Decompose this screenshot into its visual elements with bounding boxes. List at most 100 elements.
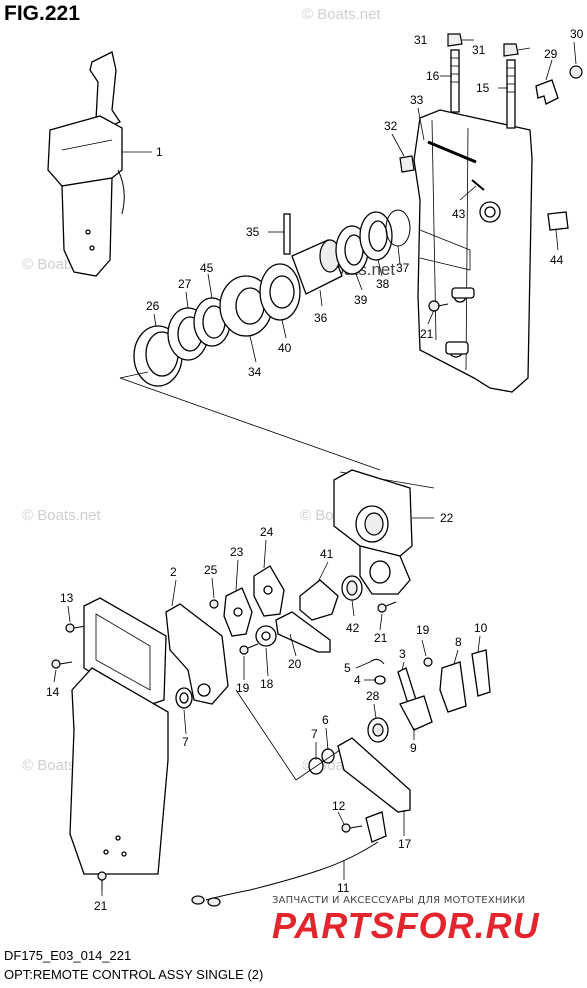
part-10-plate [471,649,491,697]
callout-25: 25 [204,563,218,577]
promo-logo: PARTSFOR.RU [272,905,540,946]
callout-5: 5 [344,661,351,675]
callout-14: 14 [46,685,60,699]
callout-19-left: 19 [236,681,250,695]
part-7-ring-left [175,687,193,709]
part-9-fork [399,695,433,731]
callout-10: 10 [474,621,488,635]
callout-21-bottom: 21 [94,899,108,913]
callout-13: 13 [60,591,74,605]
part-21-screw-mid [377,601,397,613]
leader-line [119,377,381,471]
callout-19-right: 19 [416,623,430,637]
callout-7-right: 7 [311,727,318,741]
figure-code: DF175_E03_014_221 [4,948,132,963]
part-32-cap [399,155,415,173]
part-42-bushing [341,575,363,601]
leader-line [119,371,149,379]
part-30-screw [569,65,583,79]
part-38-ring [359,211,393,261]
part-14-screw [51,659,73,669]
callout-43: 43 [452,207,466,221]
part-19-screw-left [239,643,259,655]
callout-42: 42 [346,621,360,635]
part-21-screw-bottom [97,871,107,890]
part-35-pin [283,213,291,255]
part-23-cam [223,587,253,637]
part-15-stud [506,59,516,129]
callout-36: 36 [314,311,328,325]
callout-35: 35 [246,225,260,239]
control-body-assembly [413,109,533,393]
part-19-screw-right [423,657,433,667]
callout-12: 12 [332,799,346,813]
callout-28: 28 [366,689,380,703]
part-5-clip [369,658,385,665]
part-21-screw-top [428,300,449,312]
part-24-plate [253,565,285,617]
leader-lines [53,39,577,896]
callout-3: 3 [399,647,406,661]
part-18-washer [255,625,277,647]
part-4-washer [374,675,386,685]
callout-37: 37 [396,261,410,275]
cover-plate [69,667,169,875]
callout-17: 17 [398,837,412,851]
callout-30: 30 [570,27,584,41]
part-20-arm [275,611,331,653]
callout-8: 8 [455,635,462,649]
watermark: © Boats.net [22,507,101,524]
callout-41: 41 [320,547,334,561]
part-29-bracket [535,79,559,105]
part-43-pin [471,179,485,191]
callout-21-top: 21 [420,327,434,341]
callout-45: 45 [200,261,214,275]
callout-29: 29 [544,47,558,61]
figure-title: FIG.221 [4,2,80,25]
part-13-screw [65,623,87,633]
callout-21-mid: 21 [374,631,388,645]
callout-labels: 1 2 3 4 5 6 7 7 8 9 10 11 12 13 14 15 16… [46,27,584,913]
callout-6: 6 [322,713,329,727]
callout-23: 23 [230,545,244,559]
callout-31-left: 31 [414,33,428,47]
callout-24: 24 [260,525,274,539]
callout-1: 1 [156,145,163,159]
part-41-bracket [299,579,339,621]
callout-11: 11 [337,881,350,895]
callout-7-left: 7 [182,735,189,749]
callout-31-right: 31 [472,43,486,57]
promo-tagline: ЗАПЧАСТИ И АКСЕССУАРЫ ДЛЯ МОТОТЕХНИКИ [272,895,526,906]
figure-description: OPT:REMOTE CONTROL ASSY SINGLE (2) [4,967,264,982]
callout-2: 2 [170,565,177,579]
callout-26: 26 [146,299,160,313]
callout-15: 15 [476,81,490,95]
callout-4: 4 [354,673,361,687]
part-31-nut [447,33,519,57]
callout-22: 22 [440,511,454,525]
part-16-stud [450,49,460,113]
callout-18: 18 [260,677,274,691]
part-22-housing [333,469,413,595]
callout-33: 33 [410,93,424,107]
part-40-disc [259,263,301,321]
callout-20: 20 [288,657,302,671]
callout-9: 9 [410,741,417,755]
callout-27: 27 [178,277,192,291]
callout-38: 38 [376,277,390,291]
callout-44: 44 [550,253,564,267]
callout-16: 16 [426,69,440,83]
part-1-control-housing [47,51,125,277]
part-34-gear [219,275,273,337]
part-11-switch-cable [191,811,387,907]
callout-32: 32 [384,119,398,133]
part-2-lever-plate [165,603,229,705]
callout-34: 34 [248,365,262,379]
part-33-pin [427,140,477,164]
watermark: © Boats.net [302,6,381,23]
part-28-bushing [367,717,389,743]
callout-39: 39 [354,293,368,307]
part-25-screw [209,599,219,609]
